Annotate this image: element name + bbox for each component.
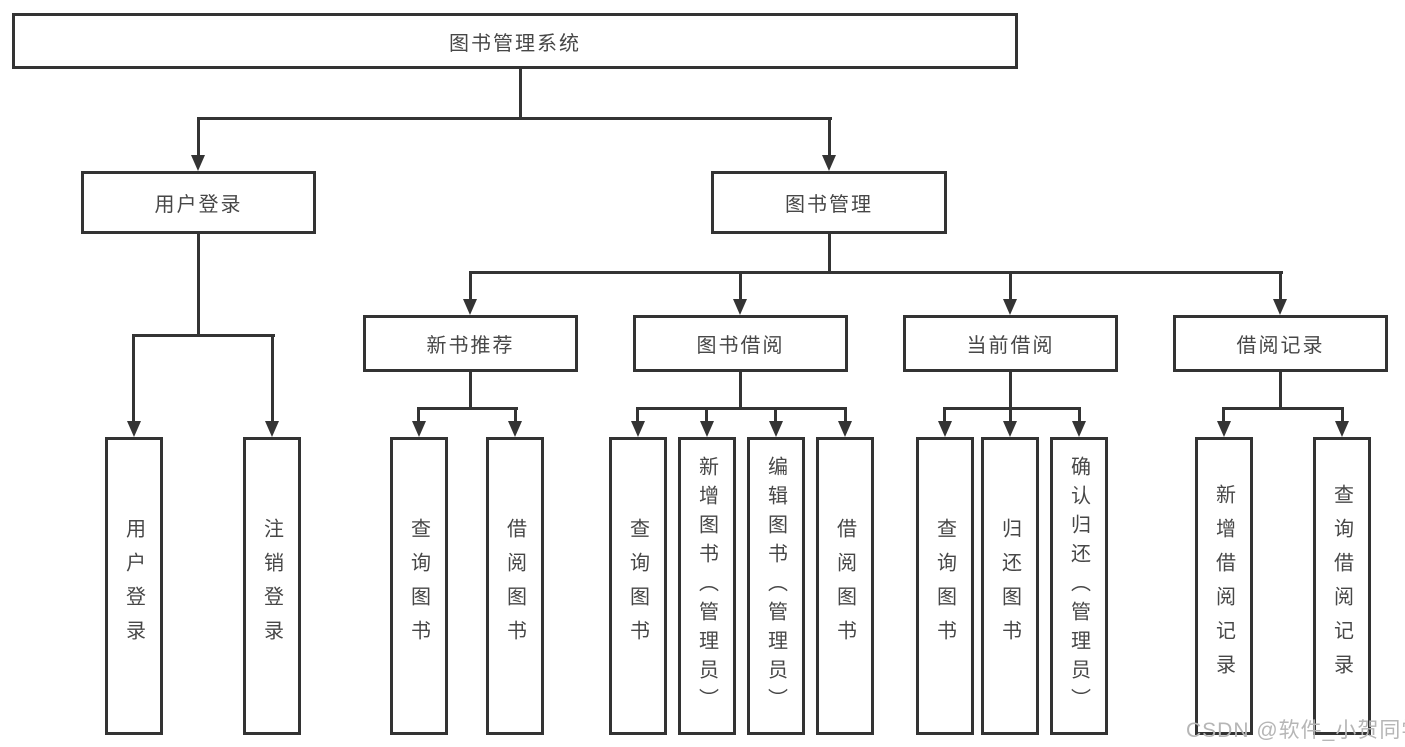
node-book-borrowing-label: 图书借阅 bbox=[696, 335, 785, 357]
connector-line bbox=[197, 233, 200, 337]
connector-line bbox=[774, 407, 777, 423]
leaf-borrow-books-borrowing: 借阅图书 bbox=[816, 437, 874, 735]
node-borrow-records: 借阅记录 bbox=[1173, 315, 1388, 372]
connector-line bbox=[943, 407, 946, 423]
connector-line bbox=[739, 271, 742, 301]
arrow-head bbox=[938, 421, 952, 437]
connector-line bbox=[828, 117, 831, 157]
connector-line bbox=[197, 117, 200, 157]
arrow-head bbox=[733, 299, 747, 315]
arrow-head bbox=[265, 421, 279, 437]
arrow-head bbox=[1003, 299, 1017, 315]
node-user-login-label: 用户登录 bbox=[154, 194, 243, 216]
arrow-head bbox=[1072, 421, 1086, 437]
leaf-borrow-books-borrowing-label: 借阅图书 bbox=[833, 518, 856, 654]
connector-line bbox=[1279, 371, 1282, 410]
connector-line bbox=[132, 334, 135, 423]
connector-line bbox=[469, 271, 472, 301]
node-root-label: 图书管理系统 bbox=[449, 32, 581, 55]
connector-line bbox=[636, 407, 847, 410]
leaf-confirm-return-admin: 确认归还（管理员） bbox=[1050, 437, 1108, 735]
arrow-head bbox=[838, 421, 852, 437]
leaf-query-books-recommend: 查询图书 bbox=[390, 437, 448, 735]
node-root: 图书管理系统 bbox=[12, 13, 1018, 69]
connector-line bbox=[417, 407, 518, 410]
node-book-management-label: 图书管理 bbox=[785, 194, 873, 216]
connector-line bbox=[705, 407, 708, 423]
connector-line bbox=[132, 334, 275, 337]
connector-line bbox=[197, 117, 832, 120]
node-current-borrowing-label: 当前借阅 bbox=[966, 335, 1055, 357]
node-current-borrowing: 当前借阅 bbox=[903, 315, 1118, 372]
arrow-head bbox=[1335, 421, 1349, 437]
connector-line bbox=[514, 407, 517, 423]
connector-line bbox=[1222, 407, 1225, 423]
arrow-head bbox=[412, 421, 426, 437]
leaf-confirm-return-admin-label: 确认归还（管理员） bbox=[1067, 455, 1090, 717]
leaf-borrow-books-recommend-label: 借阅图书 bbox=[503, 518, 526, 654]
connector-line bbox=[271, 334, 274, 423]
leaf-query-books-recommend-label: 查询图书 bbox=[407, 518, 430, 654]
node-book-management: 图书管理 bbox=[711, 171, 947, 234]
arrow-head bbox=[127, 421, 141, 437]
leaf-add-borrow-record: 新增借阅记录 bbox=[1195, 437, 1253, 735]
leaf-return-books: 归还图书 bbox=[981, 437, 1039, 735]
connector-line bbox=[1009, 271, 1012, 301]
connector-line bbox=[1222, 407, 1344, 410]
node-user-login: 用户登录 bbox=[81, 171, 316, 234]
leaf-user-login: 用户登录 bbox=[105, 437, 163, 735]
connector-line bbox=[519, 68, 522, 119]
leaf-logout: 注销登录 bbox=[243, 437, 301, 735]
leaf-add-books-admin-label: 新增图书（管理员） bbox=[695, 455, 718, 717]
arrow-head bbox=[822, 155, 836, 171]
arrow-head bbox=[1217, 421, 1231, 437]
arrow-head bbox=[463, 299, 477, 315]
connector-line bbox=[739, 371, 742, 410]
leaf-edit-books-admin: 编辑图书（管理员） bbox=[747, 437, 805, 735]
connector-line bbox=[1341, 407, 1344, 423]
connector-line bbox=[1009, 371, 1012, 410]
connector-line bbox=[828, 233, 831, 274]
connector-line bbox=[417, 407, 420, 423]
connector-line bbox=[1078, 407, 1081, 423]
connector-line bbox=[1279, 271, 1282, 301]
arrow-head bbox=[1003, 421, 1017, 437]
node-borrow-records-label: 借阅记录 bbox=[1236, 335, 1325, 357]
leaf-query-borrow-record-label: 查询借阅记录 bbox=[1330, 484, 1353, 688]
connector-line bbox=[943, 407, 1081, 410]
connector-line bbox=[1009, 407, 1012, 423]
leaf-borrow-books-recommend: 借阅图书 bbox=[486, 437, 544, 735]
leaf-query-books-current-label: 查询图书 bbox=[933, 518, 956, 654]
arrow-head bbox=[769, 421, 783, 437]
arrow-head bbox=[631, 421, 645, 437]
leaf-query-books-current: 查询图书 bbox=[916, 437, 974, 735]
node-new-book-recommend: 新书推荐 bbox=[363, 315, 578, 372]
leaf-add-books-admin: 新增图书（管理员） bbox=[678, 437, 736, 735]
connector-line bbox=[636, 407, 639, 423]
leaf-return-books-label: 归还图书 bbox=[998, 518, 1021, 654]
arrow-head bbox=[1273, 299, 1287, 315]
csdn-watermark: CSDN @软件_小贺同学 bbox=[1186, 719, 1405, 742]
connector-line bbox=[469, 371, 472, 410]
arrow-head bbox=[191, 155, 205, 171]
arrow-head bbox=[700, 421, 714, 437]
leaf-edit-books-admin-label: 编辑图书（管理员） bbox=[764, 455, 787, 717]
leaf-query-borrow-record: 查询借阅记录 bbox=[1313, 437, 1371, 735]
node-book-borrowing: 图书借阅 bbox=[633, 315, 848, 372]
leaf-query-books-borrowing-label: 查询图书 bbox=[626, 518, 649, 654]
leaf-logout-label: 注销登录 bbox=[260, 518, 283, 654]
leaf-add-borrow-record-label: 新增借阅记录 bbox=[1212, 484, 1235, 688]
leaf-query-books-borrowing: 查询图书 bbox=[609, 437, 667, 735]
node-new-book-recommend-label: 新书推荐 bbox=[426, 335, 515, 357]
connector-line bbox=[469, 271, 1283, 274]
leaf-user-login-label: 用户登录 bbox=[122, 518, 145, 654]
arrow-head bbox=[508, 421, 522, 437]
connector-line bbox=[844, 407, 847, 423]
